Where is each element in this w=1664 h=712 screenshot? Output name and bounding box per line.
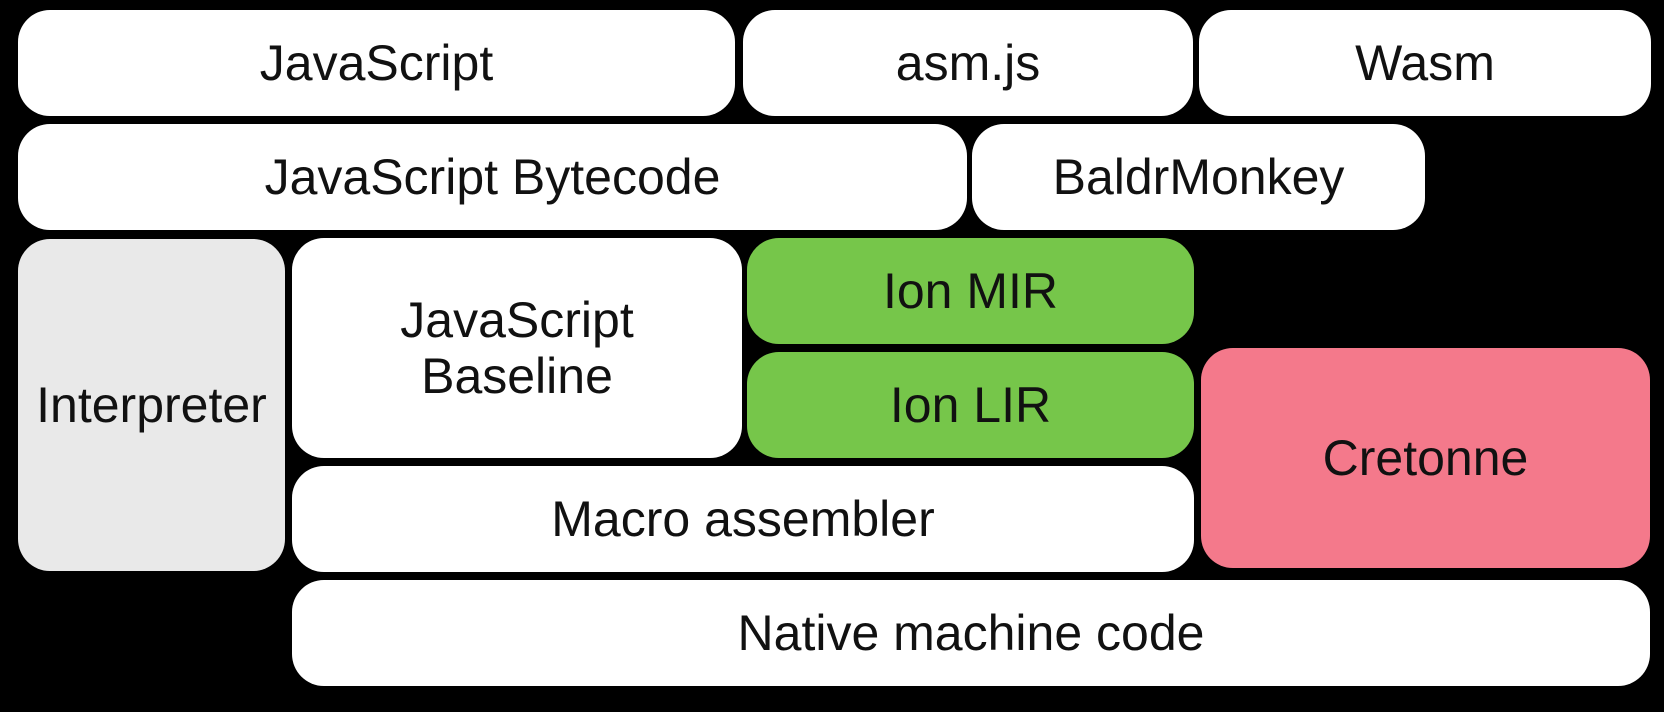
box-wasm-label: Wasm [1355, 35, 1495, 91]
box-javascript-bytecode-label: JavaScript Bytecode [264, 149, 721, 205]
box-asmjs-label: asm.js [895, 35, 1041, 91]
box-javascript-bytecode: JavaScript Bytecode [18, 124, 967, 230]
box-ion-mir: Ion MIR [747, 238, 1194, 344]
box-native-machine-code: Native machine code [292, 580, 1650, 686]
box-baldrmonkey: BaldrMonkey [972, 124, 1425, 230]
box-baldrmonkey-label: BaldrMonkey [1052, 149, 1345, 205]
box-asmjs: asm.js [743, 10, 1193, 116]
box-javascript-baseline: JavaScript Baseline [292, 238, 742, 458]
box-cretonne: Cretonne [1201, 348, 1650, 568]
box-macro-assembler-label: Macro assembler [551, 491, 935, 547]
box-native-machine-code-label: Native machine code [737, 605, 1205, 661]
box-javascript-baseline-label: JavaScript Baseline [400, 292, 634, 404]
box-javascript: JavaScript [18, 10, 735, 116]
box-ion-lir: Ion LIR [747, 352, 1194, 458]
box-ion-mir-label: Ion MIR [882, 263, 1059, 319]
box-interpreter: Interpreter [18, 239, 285, 571]
box-wasm: Wasm [1199, 10, 1651, 116]
box-macro-assembler: Macro assembler [292, 466, 1194, 572]
box-ion-lir-label: Ion LIR [889, 377, 1052, 433]
box-cretonne-label: Cretonne [1322, 430, 1529, 486]
box-javascript-label: JavaScript [259, 35, 494, 91]
box-interpreter-label: Interpreter [36, 377, 267, 433]
